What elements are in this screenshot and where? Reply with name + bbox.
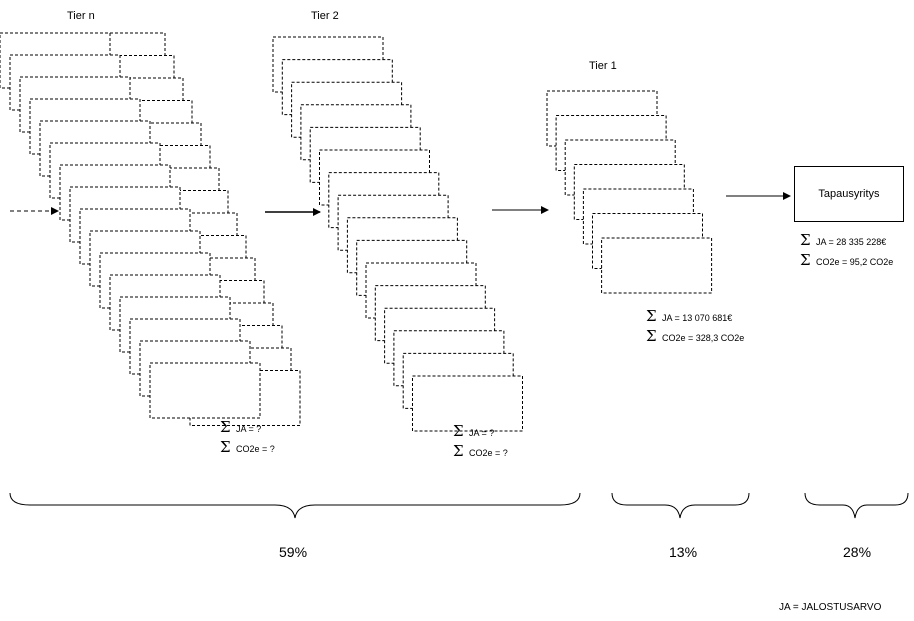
tier-1-label: Tier 1 <box>589 60 617 72</box>
upstream-share: 59% <box>279 544 308 560</box>
brace-upstream <box>9 492 581 519</box>
tier-n-ja: JA = ? <box>236 424 262 434</box>
target-company-box: Tapausyritys <box>794 166 904 222</box>
tier-2-label: Tier 2 <box>311 10 339 22</box>
tier-n-co2: CO2e = ? <box>236 444 275 454</box>
tier-1-co2: CO2e = 328,3 CO2e <box>662 333 745 343</box>
tier-2-box-stack <box>272 36 523 432</box>
tier-n-stats: Σ JA = ? Σ CO2e = ? <box>220 418 275 458</box>
sigma-icon: Σ <box>800 251 811 269</box>
tier-1-stats: Σ JA = 13 070 681€ Σ CO2e = 328,3 CO2e <box>646 307 744 347</box>
legend-jalostusarvo: JA = JALOSTUSARVO <box>779 602 882 613</box>
tier-2-stats: Σ JA = ? Σ CO2e = ? <box>453 422 508 462</box>
target-company-label: Tapausyritys <box>818 188 880 200</box>
supplier-box <box>412 375 523 432</box>
tier-1-ja: JA = 13 070 681€ <box>662 313 733 323</box>
brace-tier-1 <box>611 492 750 519</box>
tier-2-ja: JA = ? <box>469 428 495 438</box>
sigma-icon: Σ <box>646 307 657 325</box>
target-stats: Σ JA = 28 335 228€ Σ CO2e = 95,2 CO2e <box>800 231 893 271</box>
sigma-icon: Σ <box>646 327 657 345</box>
sigma-icon: Σ <box>453 422 464 440</box>
sigma-icon: Σ <box>220 418 231 436</box>
sigma-icon: Σ <box>800 231 811 249</box>
tier-1-share: 13% <box>669 544 698 560</box>
target-share: 28% <box>843 544 872 560</box>
supplier-box <box>149 362 261 419</box>
tier-n-box-stack <box>0 32 301 426</box>
tier-2-co2: CO2e = ? <box>469 448 508 458</box>
target-ja: JA = 28 335 228€ <box>816 237 887 247</box>
supplier-box <box>601 237 713 294</box>
target-co2: CO2e = 95,2 CO2e <box>816 257 894 267</box>
tier-1-box-stack <box>546 90 713 294</box>
sigma-icon: Σ <box>453 442 464 460</box>
brace-target <box>804 492 909 519</box>
tier-n-label: Tier n <box>67 10 95 22</box>
sigma-icon: Σ <box>220 438 231 456</box>
